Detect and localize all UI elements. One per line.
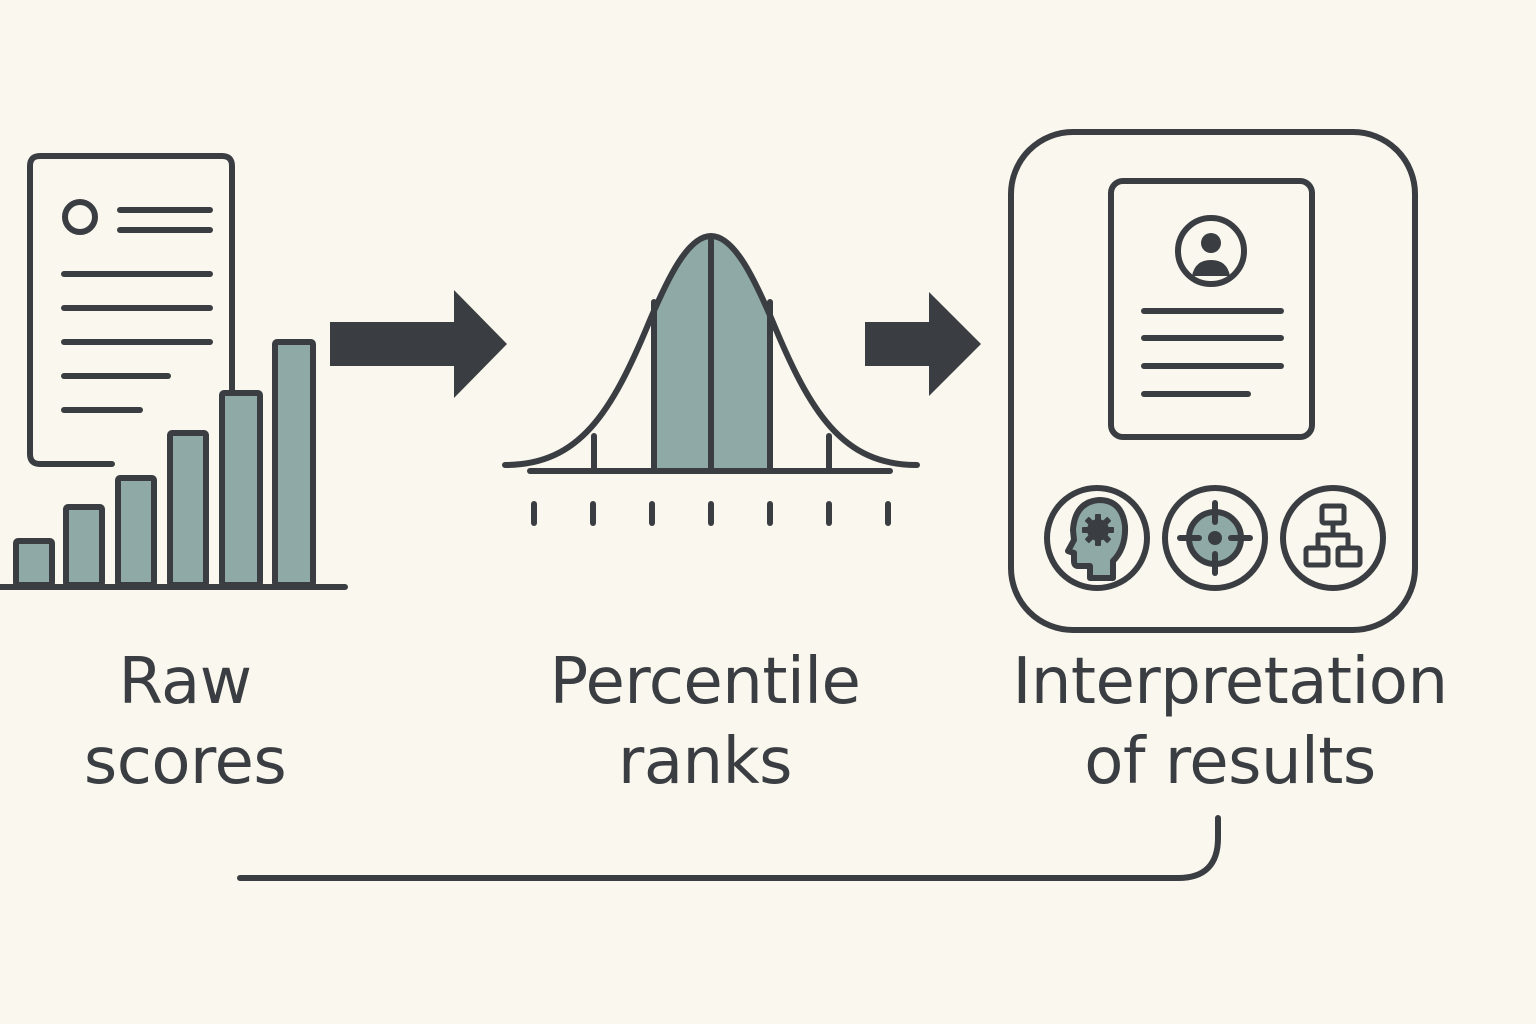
step-label-line: of results — [1084, 725, 1376, 799]
avatar-head — [1201, 233, 1221, 253]
profile-card — [1108, 178, 1315, 440]
step-label-line: ranks — [618, 725, 793, 799]
bar — [272, 339, 316, 588]
document-outline — [27, 153, 235, 467]
bar — [63, 504, 105, 588]
arrow-right-icon — [330, 290, 507, 398]
document-dot — [62, 199, 98, 235]
step-label-line: Percentile — [549, 645, 861, 719]
bar — [219, 390, 263, 588]
feedback-connector-line — [237, 815, 1221, 881]
bar — [13, 538, 55, 588]
avatar-body — [1192, 260, 1230, 276]
document-bar-chart-icon — [0, 153, 348, 590]
profile-report-icon — [1008, 129, 1418, 633]
arrow-right-icon — [865, 292, 981, 396]
curve-outline — [502, 233, 920, 468]
bell-curve-icon — [502, 233, 920, 526]
head-gear-icon — [1044, 485, 1150, 591]
step-label-interpretation: Interpretation of results — [1000, 642, 1460, 802]
bar — [167, 430, 209, 588]
step-label-line: Interpretation — [1012, 645, 1448, 719]
step-label-line: Raw — [118, 645, 252, 719]
hierarchy-icon — [1280, 485, 1386, 591]
step-label-percentile-ranks: Percentile ranks — [500, 642, 910, 802]
bar — [115, 475, 157, 588]
step-label-raw-scores: Raw scores — [40, 642, 330, 802]
panel-frame — [1008, 129, 1418, 633]
avatar-icon — [1175, 215, 1247, 287]
step-label-line: scores — [83, 725, 287, 799]
target-icon — [1162, 485, 1268, 591]
